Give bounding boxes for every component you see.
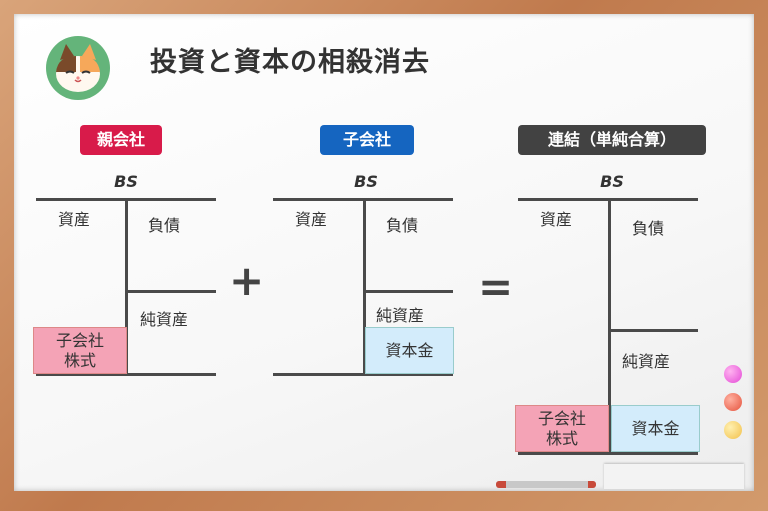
cons-subsidiary-stock-box: 子会社 株式	[515, 405, 609, 452]
sub-capital-box: 資本金	[365, 327, 454, 374]
consolidated-tag: 連結（単純合算）	[518, 125, 706, 155]
stock-label-line2: 株式	[63, 350, 96, 370]
pink-magnet-icon	[724, 365, 742, 383]
cons-assets-label: 資産	[540, 210, 573, 229]
cat-face-icon	[46, 36, 110, 100]
cons-capital-box: 資本金	[611, 405, 700, 452]
stock-label-line1: 子会社	[537, 408, 586, 428]
parent-bs-bottom-line	[36, 373, 216, 376]
page-title: 投資と資本の相殺消去	[150, 47, 430, 78]
parent-bs-label: BS	[114, 172, 138, 191]
stock-label-line2: 株式	[545, 428, 578, 448]
cons-liabilities-label: 負債	[632, 219, 665, 238]
sub-bs-bottom-line	[273, 373, 453, 376]
equals-operator: =	[478, 262, 514, 311]
sub-net-assets-label: 純資産	[376, 306, 425, 325]
sub-bs-liab-line	[363, 290, 453, 293]
marker-cap-right	[588, 481, 596, 488]
red-magnet-icon	[724, 393, 742, 411]
parent-net-assets-label: 純資産	[140, 310, 189, 329]
sub-assets-label: 資産	[295, 210, 328, 229]
stock-label-line1: 子会社	[55, 330, 104, 350]
sub-bs-label: BS	[354, 172, 378, 191]
marker-cap-left	[496, 481, 506, 488]
marker-pen-icon	[496, 481, 596, 488]
eraser-tray	[604, 464, 744, 489]
subsidiary-tag: 子会社	[320, 125, 414, 155]
cons-bs-bottom-line	[518, 452, 698, 455]
parent-assets-label: 資産	[58, 210, 91, 229]
parent-bs-liab-line	[125, 290, 216, 293]
parent-company-tag: 親会社	[80, 125, 162, 155]
cons-bs-liab-line	[608, 329, 698, 332]
plus-operator: +	[229, 256, 265, 305]
parent-liabilities-label: 負債	[148, 216, 181, 235]
cons-bs-mid-line	[608, 198, 611, 454]
yellow-magnet-icon	[724, 421, 742, 439]
parent-subsidiary-stock-box: 子会社 株式	[33, 327, 127, 374]
sub-bs-mid-line	[363, 198, 366, 376]
cons-bs-label: BS	[600, 172, 624, 191]
cons-net-assets-label: 純資産	[622, 352, 671, 371]
parent-bs-mid-line	[125, 198, 128, 376]
sub-liabilities-label: 負債	[386, 216, 419, 235]
